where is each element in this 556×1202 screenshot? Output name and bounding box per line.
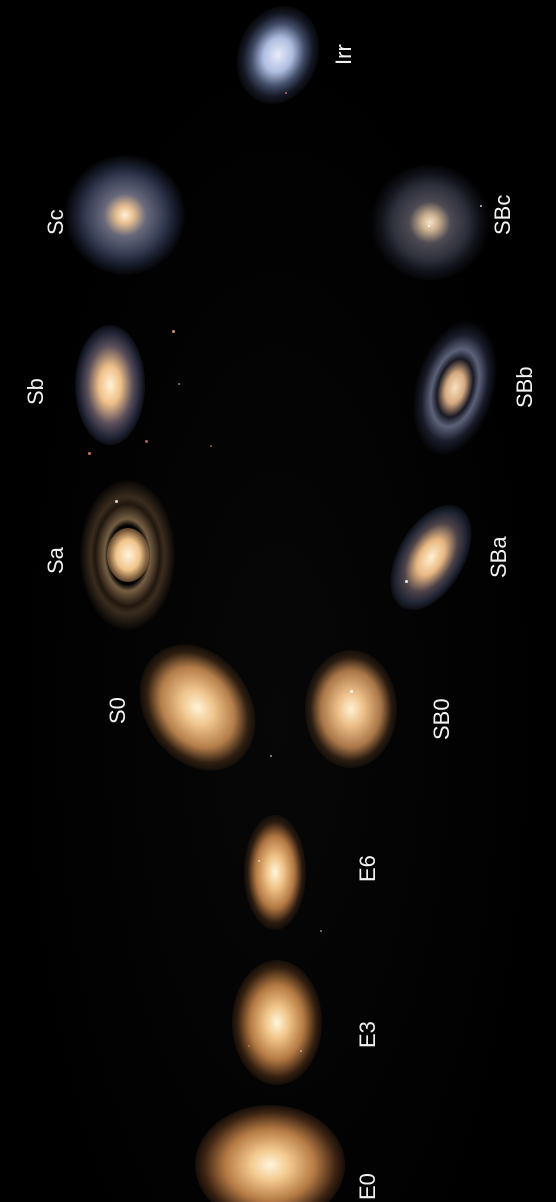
galaxy-sc <box>65 155 185 275</box>
galaxy-sbc <box>370 165 490 280</box>
label-irr: Irr <box>333 44 355 65</box>
label-sbb: SBb <box>514 366 536 408</box>
label-e0: E0 <box>357 1173 379 1200</box>
galaxy-sbb <box>398 310 512 466</box>
star <box>300 1050 302 1052</box>
label-sb: Sb <box>25 378 47 405</box>
label-sa: Sa <box>45 547 67 574</box>
galaxy-e3 <box>232 960 322 1085</box>
star <box>178 383 180 385</box>
star <box>285 92 287 94</box>
galaxy-e0 <box>195 1105 345 1202</box>
star <box>428 225 430 227</box>
label-e6: E6 <box>357 855 379 882</box>
star <box>350 690 353 693</box>
label-sba: SBa <box>488 536 510 578</box>
star <box>88 452 91 455</box>
galaxy-sba <box>374 491 489 624</box>
galaxy-sb0 <box>305 650 397 768</box>
star <box>248 1045 250 1047</box>
star <box>258 860 260 862</box>
star <box>145 440 148 443</box>
galaxy-sa <box>80 480 175 630</box>
label-s0: S0 <box>107 697 129 724</box>
label-sbc: SBc <box>492 195 514 235</box>
star <box>115 500 118 503</box>
galaxy-irr <box>223 0 332 116</box>
galaxy-sa-core <box>107 528 149 582</box>
star <box>405 580 408 583</box>
label-sb0: SB0 <box>431 698 453 740</box>
galaxy-s0 <box>116 622 279 793</box>
label-e3: E3 <box>357 1021 379 1048</box>
star <box>480 205 482 207</box>
galaxy-e6 <box>244 815 306 930</box>
star <box>172 330 175 333</box>
star <box>210 445 212 447</box>
label-sc: Sc <box>45 209 67 235</box>
galaxy-sb <box>75 325 145 445</box>
star <box>320 930 322 932</box>
star <box>270 755 272 757</box>
